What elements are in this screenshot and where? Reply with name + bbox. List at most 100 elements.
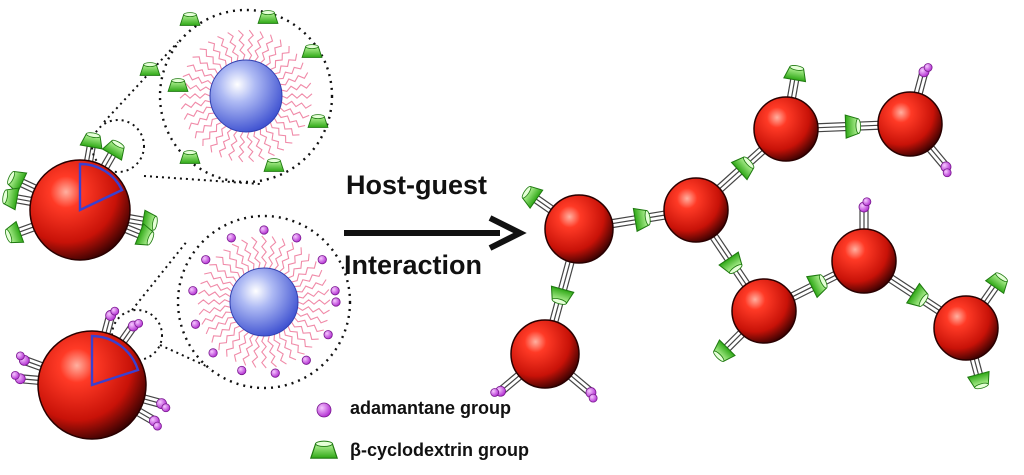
ligand-chain	[210, 125, 227, 153]
ligand-chain	[246, 29, 254, 61]
ligand-chain	[273, 334, 287, 365]
adamantane-bead	[188, 286, 198, 296]
ligand-chain	[199, 48, 223, 70]
ligand-chain	[205, 316, 234, 335]
linker-strand	[925, 149, 944, 170]
network-particle	[933, 295, 999, 361]
adamantane-bead	[134, 318, 144, 328]
cyclodextrin-rim	[311, 114, 325, 119]
ligand-chain	[291, 261, 317, 283]
ligand-chain	[283, 329, 305, 355]
ligand-chain	[281, 100, 312, 109]
adamantane-bead	[153, 421, 162, 431]
legend-adamantane-label: adamantane group	[350, 398, 512, 418]
bridge-cyclodextrin	[805, 274, 828, 299]
adamantane-bead	[161, 403, 171, 413]
adamantane-bead	[259, 225, 269, 235]
adamantane-bead	[190, 319, 201, 329]
cyclodextrin-rim	[2, 189, 9, 205]
ligand-chain	[265, 126, 285, 151]
ligand-chain	[227, 32, 239, 62]
cyclodextrin-rim	[974, 382, 989, 390]
adamantane-bead	[110, 306, 120, 316]
ligand-chain	[268, 236, 277, 269]
cyclodextrin-cap	[966, 370, 990, 390]
adamantane-bead	[862, 197, 872, 207]
linker-strand	[921, 72, 929, 97]
ligand-chain	[279, 242, 295, 273]
ligand-chain	[192, 56, 219, 75]
adamantane-bead	[270, 368, 280, 378]
ligand-chain	[207, 41, 227, 66]
cyclodextrin-rim	[995, 272, 1008, 283]
zoom-line	[103, 41, 179, 123]
ligand-chain	[267, 335, 277, 368]
legend-cyclodextrin-label: β-cyclodextrin group	[350, 440, 530, 460]
ligand-chain	[218, 128, 232, 158]
ligand-chain	[287, 325, 313, 348]
core-particle-bottom	[229, 267, 299, 337]
ligand-chain	[223, 249, 245, 275]
ligand-chain	[218, 325, 241, 351]
network-particle	[831, 228, 897, 294]
cyclodextrin-cap	[134, 222, 155, 246]
cyclodextrin-rim	[171, 78, 185, 83]
adamantane-bead	[201, 255, 211, 265]
ligand-chain	[237, 30, 246, 61]
ligand-chain	[241, 239, 255, 270]
cyclodextrin-rim	[85, 132, 101, 139]
ligand-chain	[253, 130, 265, 160]
ligand-chain	[198, 289, 231, 298]
network-particle	[510, 319, 580, 389]
ligand-chain	[281, 82, 312, 93]
ligand-chain	[277, 112, 306, 128]
cyclodextrin-cap	[179, 150, 201, 164]
cutaway-shell	[90, 334, 140, 387]
ligand-chain	[251, 335, 260, 368]
zoom-line	[159, 344, 216, 371]
cyclodextrin-rim	[521, 186, 532, 199]
ligand-chain	[270, 45, 290, 71]
cyclodextrin-rim	[818, 274, 828, 289]
ligand-chain	[225, 329, 245, 357]
bridge-cyclodextrin	[844, 114, 862, 139]
adamantane-bead	[942, 168, 952, 178]
ligand-chain	[238, 131, 246, 163]
adamantane-bead	[923, 63, 933, 72]
linker-strand	[497, 371, 519, 389]
ligand-chain	[291, 321, 319, 341]
ligand-chain	[296, 279, 327, 293]
zoom-source-circle-top	[91, 119, 145, 173]
linker-strand	[502, 377, 524, 395]
ligand-chain	[279, 107, 310, 119]
ligand-chain	[254, 31, 264, 62]
core-particle-top	[209, 59, 283, 133]
linker-strand	[566, 377, 589, 397]
ligand-chain	[194, 117, 218, 139]
ligand-chain	[261, 235, 267, 269]
adamantane-bead	[301, 355, 311, 365]
cyclodextrin-cap	[984, 272, 1008, 295]
cyclodextrin-cap	[101, 139, 125, 161]
network-particle	[753, 96, 819, 162]
ligand-chain	[202, 121, 222, 147]
cyclodextrin-cap	[783, 65, 807, 83]
cyclodextrin-cap	[139, 62, 161, 76]
adamantane-bead	[10, 371, 20, 380]
ligand-chain	[293, 317, 324, 333]
cyclodextrin-rim	[743, 156, 755, 169]
particle-layer	[2, 8, 1008, 459]
adamantane-bead	[237, 365, 247, 376]
cyclodextrin-cap	[521, 185, 544, 210]
cyclodextrin-cap	[301, 44, 323, 58]
cyclodextrin-rim	[143, 62, 157, 67]
cyclodextrin-rim	[267, 158, 281, 163]
cyclodextrin-cap	[167, 78, 189, 92]
ligand-chain	[180, 99, 211, 110]
ligand-chain	[183, 106, 212, 120]
ligand-chain	[188, 112, 215, 130]
ligand-shell-top	[179, 29, 313, 163]
cyclodextrin-cap	[263, 158, 285, 172]
